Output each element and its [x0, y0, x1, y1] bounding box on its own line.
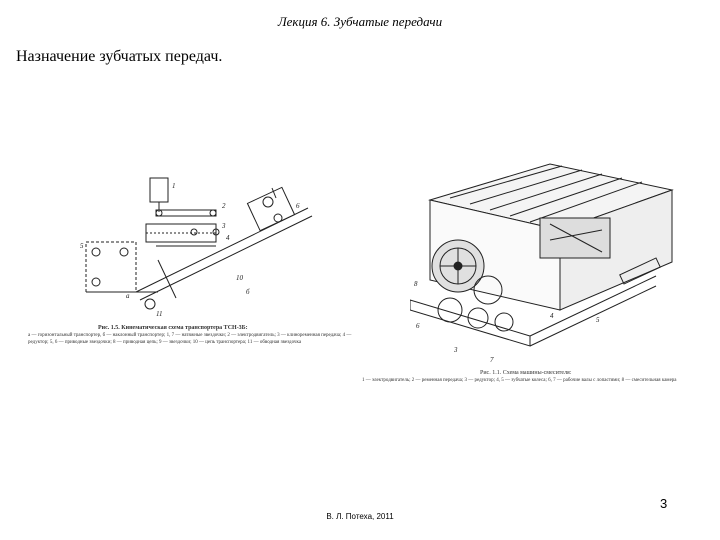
- conveyor-caption-text: а — горизонтальный транспортер, б — накл…: [28, 333, 352, 345]
- svg-text:8: 8: [414, 280, 418, 288]
- conveyor-caption: Рис. 1.5. Кинематическая схема транспорт…: [28, 325, 368, 346]
- mixer-machine-drawing: 8 4 5 6 7 3: [410, 163, 674, 364]
- mixer-caption-text: 1 — электродвигатель; 2 — ременная перед…: [362, 378, 677, 383]
- svg-text:а: а: [126, 292, 130, 300]
- mixer-machine-figure: 8 4 5 6 7 3: [410, 150, 690, 365]
- svg-text:6: 6: [416, 322, 420, 330]
- svg-text:5: 5: [596, 316, 600, 324]
- conveyor-scheme-drawing: 1 2 3 4 5 6 10 б а 11: [80, 177, 313, 318]
- slide-subtitle: Назначение зубчатых передач.: [16, 48, 223, 65]
- svg-text:4: 4: [226, 234, 230, 242]
- svg-text:3: 3: [221, 222, 226, 230]
- svg-text:11: 11: [156, 310, 162, 318]
- svg-text:7: 7: [490, 356, 494, 364]
- svg-text:5: 5: [80, 242, 84, 250]
- svg-text:б: б: [246, 288, 250, 296]
- svg-text:2: 2: [222, 202, 226, 210]
- svg-text:4: 4: [550, 312, 554, 320]
- conveyor-scheme-figure: 1 2 3 4 5 6 10 б а 11: [76, 168, 326, 318]
- conveyor-caption-title: Рис. 1.5. Кинематическая схема транспорт…: [98, 325, 248, 331]
- svg-text:1: 1: [172, 182, 176, 190]
- svg-text:10: 10: [236, 274, 244, 282]
- mixer-caption: Рис. 1.1. Схема машины-смесителя: 1 — эл…: [362, 370, 692, 384]
- svg-text:3: 3: [453, 346, 458, 354]
- lecture-header: Лекция 6. Зубчатые передачи: [277, 14, 443, 29]
- author-footer: В. Л. Потеха, 2011: [326, 512, 394, 521]
- mixer-caption-title: Рис. 1.1. Схема машины-смесителя:: [480, 370, 572, 376]
- page-number: 3: [660, 496, 668, 511]
- svg-text:6: 6: [296, 202, 300, 210]
